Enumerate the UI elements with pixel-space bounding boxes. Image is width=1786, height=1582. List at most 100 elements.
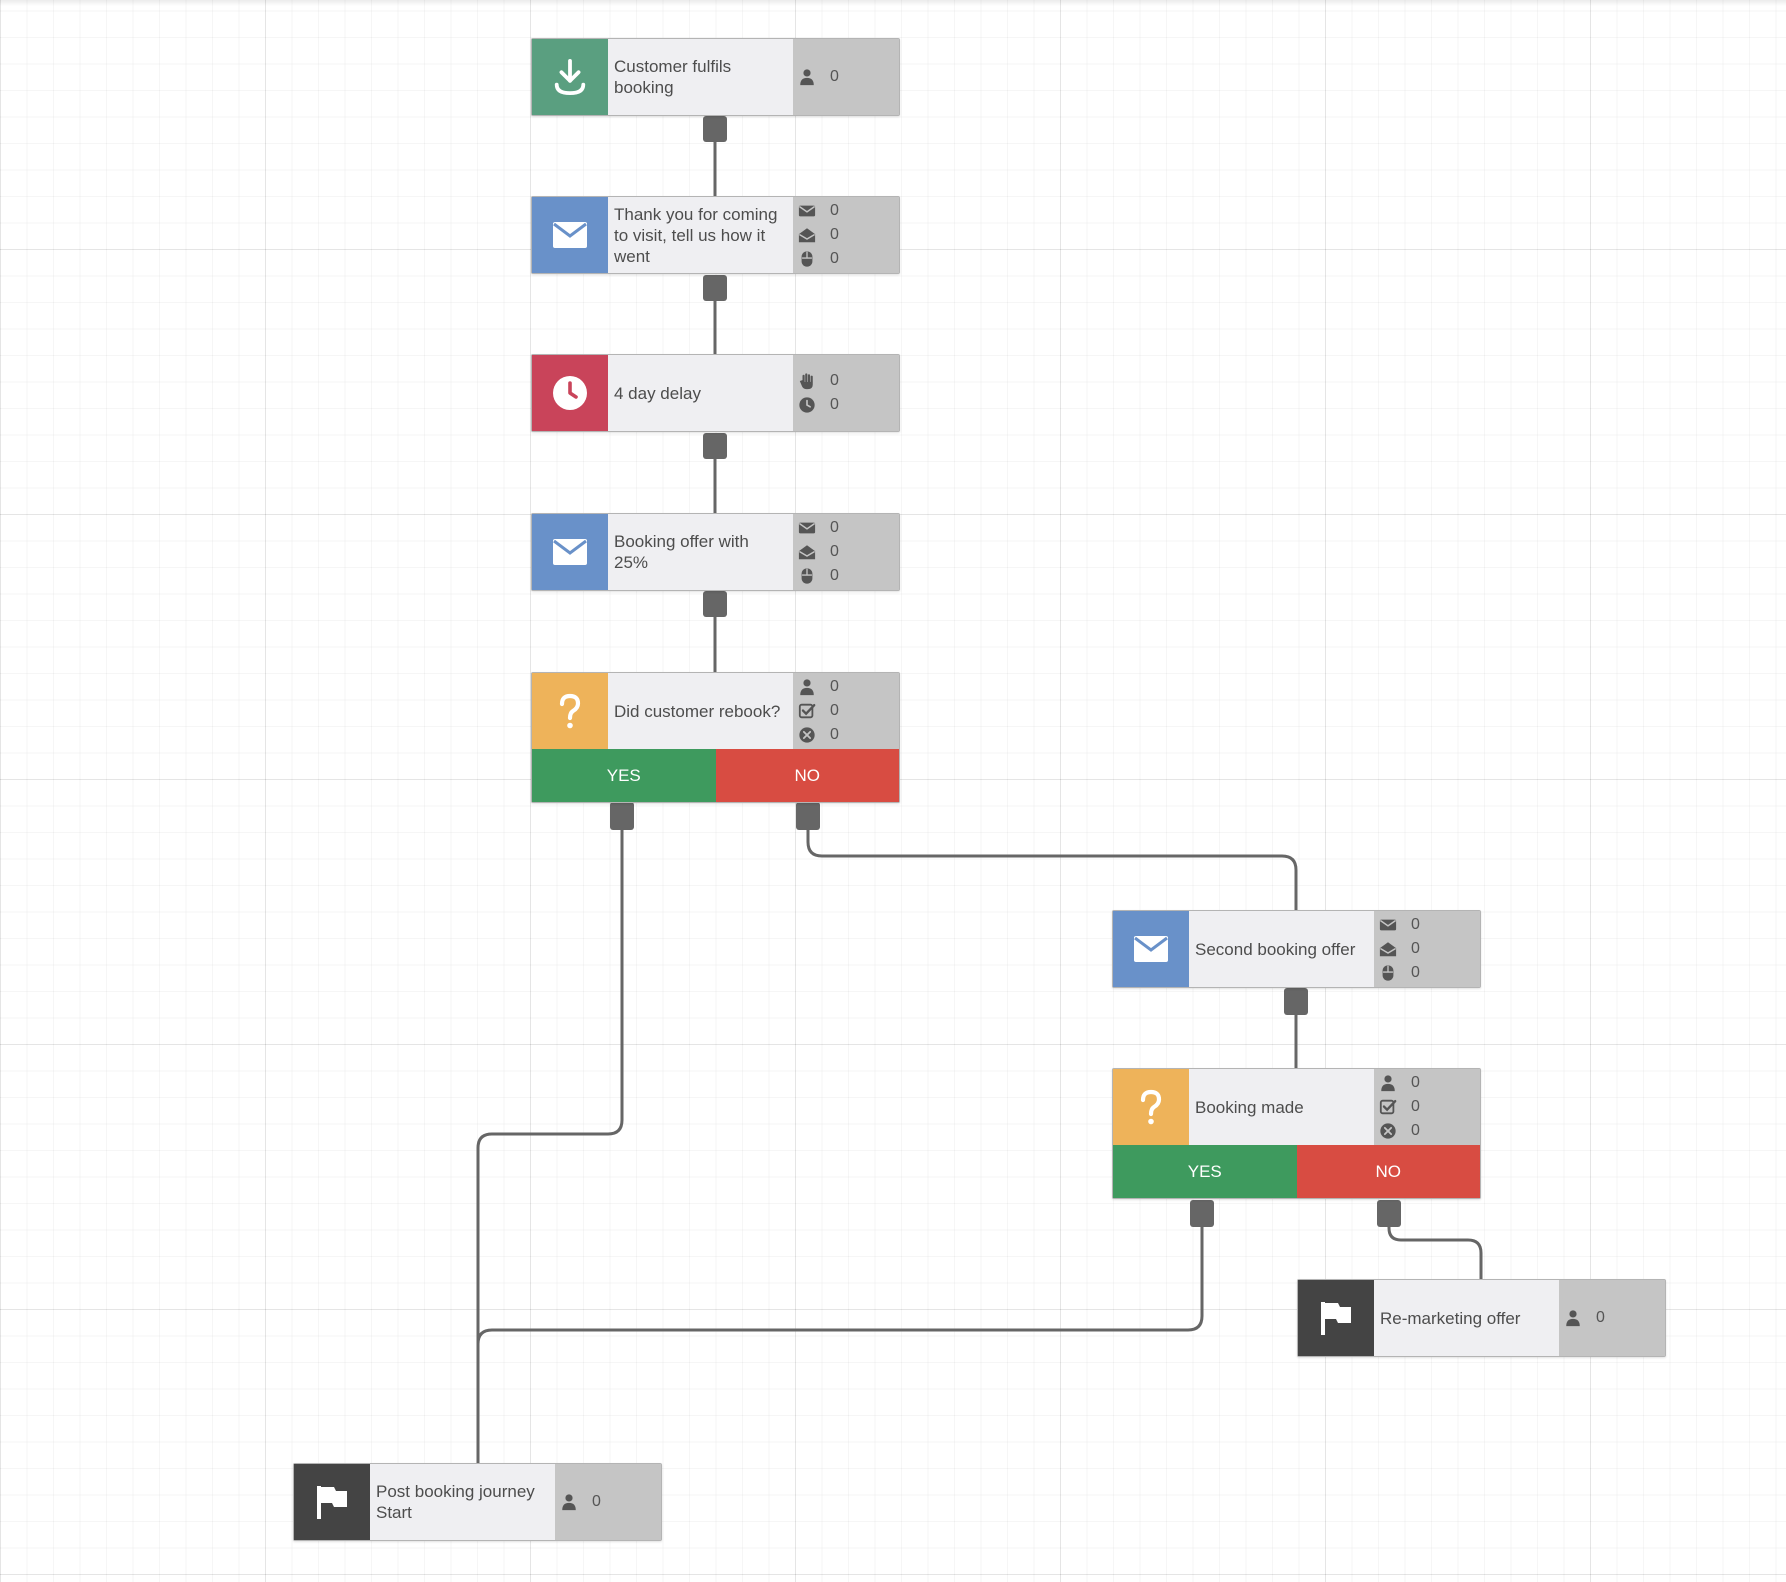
stat-value: 0 [830, 396, 839, 413]
stat-value: 0 [830, 678, 839, 695]
envelope-closed-icon [1379, 916, 1397, 934]
stat-row: 0 [798, 723, 899, 747]
person-icon [1564, 1309, 1582, 1327]
connector-port[interactable] [703, 591, 727, 617]
node-icon-box [1298, 1280, 1374, 1356]
node-stats: 0 [793, 39, 899, 115]
node-icon-box [1113, 1069, 1189, 1145]
decision-node-did-customer-rebook[interactable]: Did customer rebook? 0 0 0 YES NO [531, 672, 900, 803]
stat-row: 0 [798, 369, 899, 393]
person-icon [798, 678, 816, 696]
clock-small-icon [798, 396, 816, 414]
mouse-icon [798, 250, 816, 268]
stat-value: 0 [830, 702, 839, 719]
envelope-closed-icon [798, 519, 816, 537]
delay-node-4-day[interactable]: 4 day delay 0 0 [531, 354, 900, 432]
branch-no[interactable]: NO [1296, 1145, 1480, 1198]
stat-value: 0 [1411, 964, 1420, 981]
connector-port[interactable] [703, 275, 727, 301]
node-label: Post booking journey Start [370, 1464, 555, 1540]
stat-row: 0 [798, 516, 899, 540]
stat-row: 0 [798, 675, 899, 699]
stat-row: 0 [560, 1490, 661, 1514]
node-icon-box [532, 673, 608, 749]
stat-row: 0 [798, 564, 899, 588]
connector-port[interactable] [1284, 988, 1308, 1015]
end-node-post-booking-journey-start[interactable]: Post booking journey Start 0 [293, 1463, 662, 1541]
stat-value: 0 [592, 1493, 601, 1510]
clock-icon [550, 373, 590, 413]
person-icon [798, 68, 816, 86]
decision-node-booking-made[interactable]: Booking made 0 0 0 YES NO [1112, 1068, 1481, 1199]
connector-port[interactable] [703, 433, 727, 459]
email-node-thank-you[interactable]: Thank you for coming to visit, tell us h… [531, 196, 900, 274]
person-icon [560, 1493, 578, 1511]
envelope-icon [1131, 929, 1171, 969]
connector-port[interactable] [703, 116, 727, 142]
check-icon [798, 702, 816, 720]
stat-row: 0 [1379, 961, 1480, 985]
stat-row: 0 [798, 199, 899, 223]
stat-value: 0 [1411, 940, 1420, 957]
cross-circle-icon [798, 726, 816, 744]
stat-value: 0 [830, 567, 839, 584]
node-label: Booking offer with 25% [608, 514, 793, 590]
connector-port[interactable] [610, 802, 634, 830]
envelope-open-icon [798, 543, 816, 561]
envelope-closed-icon [798, 202, 816, 220]
node-label: Re-marketing offer [1374, 1280, 1559, 1356]
question-icon [550, 691, 590, 731]
node-stats: 0 0 [793, 355, 899, 431]
hand-icon [798, 372, 816, 390]
branch-yes[interactable]: YES [532, 749, 716, 802]
node-icon-box [532, 514, 608, 590]
branch-yes[interactable]: YES [1113, 1145, 1297, 1198]
stat-value: 0 [830, 726, 839, 743]
top-edge-shadow [0, 0, 1786, 6]
decision-branches: YES NO [532, 749, 899, 802]
stat-row: 0 [798, 540, 899, 564]
node-icon-box [532, 355, 608, 431]
stat-value: 0 [830, 202, 839, 219]
flag-icon [1316, 1298, 1356, 1338]
envelope-icon [550, 532, 590, 572]
decision-header-row: Did customer rebook? 0 0 0 [532, 673, 899, 749]
stat-value: 0 [1411, 1098, 1420, 1115]
stat-row: 0 [1379, 1095, 1480, 1119]
stat-value: 0 [830, 543, 839, 560]
end-node-re-marketing-offer[interactable]: Re-marketing offer 0 [1297, 1279, 1666, 1357]
node-icon-box [294, 1464, 370, 1540]
question-icon [1131, 1087, 1171, 1127]
stat-row: 0 [798, 247, 899, 271]
node-label: 4 day delay [608, 355, 793, 431]
email-node-booking-offer[interactable]: Booking offer with 25% 0 0 0 [531, 513, 900, 591]
node-icon-box [532, 197, 608, 273]
node-label: Customer fulfils booking [608, 39, 793, 115]
stat-value: 0 [830, 519, 839, 536]
connector-port[interactable] [1190, 1200, 1214, 1227]
trigger-node-customer-fulfils-booking[interactable]: Customer fulfils booking 0 [531, 38, 900, 116]
node-label: Thank you for coming to visit, tell us h… [608, 197, 793, 273]
node-stats: 0 0 0 [793, 673, 899, 749]
connector-port[interactable] [1377, 1200, 1401, 1227]
connector-rebook-no-to-second-offer [806, 827, 1298, 910]
stat-value: 0 [830, 250, 839, 267]
node-icon-box [1113, 911, 1189, 987]
node-stats: 0 [555, 1464, 661, 1540]
connector-booking-made-yes-to-post-booking [476, 1224, 1204, 1345]
mouse-icon [798, 567, 816, 585]
envelope-open-icon [798, 226, 816, 244]
stat-row: 0 [1379, 913, 1480, 937]
stat-value: 0 [830, 226, 839, 243]
email-node-second-booking-offer[interactable]: Second booking offer 0 0 0 [1112, 910, 1481, 988]
node-stats: 0 0 0 [1374, 911, 1480, 987]
stat-value: 0 [830, 372, 839, 389]
download-icon [551, 58, 589, 96]
stat-row: 0 [798, 699, 899, 723]
connector-port[interactable] [796, 802, 820, 830]
person-icon [1379, 1074, 1397, 1092]
node-stats: 0 0 0 [793, 514, 899, 590]
node-label: Booking made [1189, 1069, 1374, 1145]
branch-no[interactable]: NO [715, 749, 899, 802]
stat-row: 0 [798, 393, 899, 417]
